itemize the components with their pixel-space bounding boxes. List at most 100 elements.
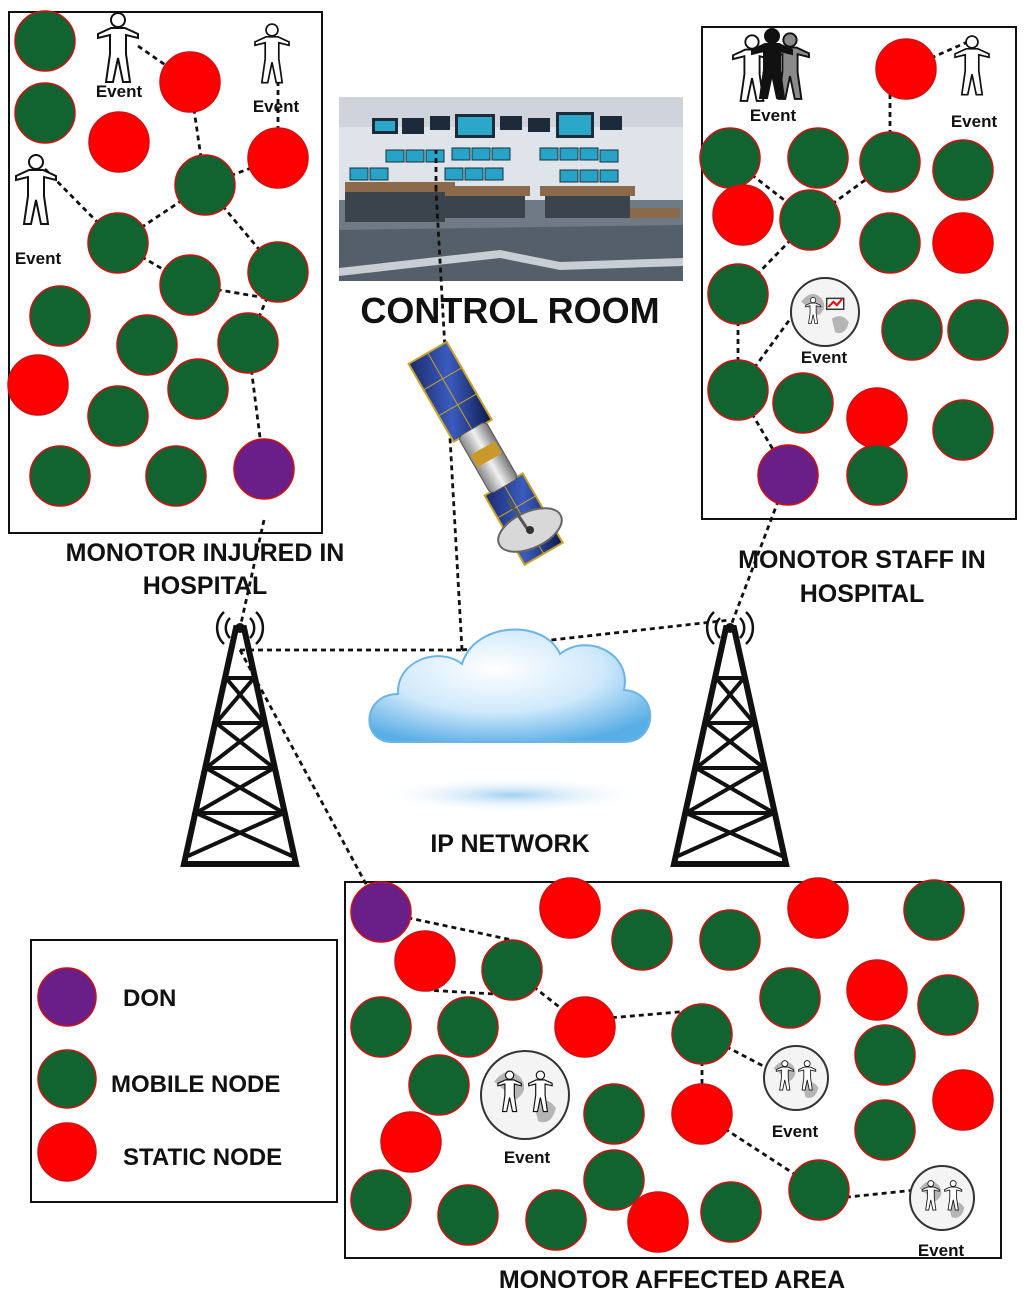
mobile-node: [859, 212, 921, 274]
staff-hospital-label-line1: MONOTOR STAFF IN: [738, 546, 986, 574]
static-node: [846, 959, 908, 1021]
mobile-node: [408, 1054, 470, 1116]
mobile-node: [787, 127, 849, 189]
event-label: Event: [253, 97, 300, 116]
dashed-link: [511, 968, 586, 1029]
static-node: [88, 111, 150, 173]
static-node: [554, 996, 616, 1058]
dashed-link: [137, 44, 191, 84]
static-node: [394, 930, 456, 992]
static-node: [846, 387, 908, 449]
affected-area-label: MONOTOR AFFECTED AREA: [499, 1266, 845, 1294]
handshake-globe-icon: [909, 1165, 975, 1231]
event-label: Event: [15, 249, 62, 268]
legend-mobile-swatch: [37, 1049, 97, 1109]
legend-don-swatch: [37, 967, 97, 1027]
static-node: [875, 38, 937, 100]
presenter-globe-icon: [790, 277, 860, 347]
legend-don-label: DON: [123, 985, 176, 1012]
radio-tower-icon-left: [180, 611, 300, 867]
mobile-node: [350, 996, 412, 1058]
mobile-node: [699, 909, 761, 971]
mobile-node: [350, 1169, 412, 1231]
mobile-node: [854, 1024, 916, 1086]
mobile-node: [788, 1159, 850, 1221]
event-label: Event: [918, 1241, 965, 1260]
staff-hospital-panel: [701, 26, 1017, 520]
static-node: [671, 1083, 733, 1145]
event-label: Event: [772, 1122, 819, 1141]
mobile-node: [759, 967, 821, 1029]
legend-box: [30, 939, 338, 1203]
don-node: [233, 438, 295, 500]
network-nodes: [7, 10, 1009, 1253]
mobile-node: [159, 254, 221, 316]
mobile-node: [707, 359, 769, 421]
mobile-node: [145, 445, 207, 507]
mobile-node: [779, 189, 841, 251]
mobile-node: [14, 82, 76, 144]
mobile-node: [859, 131, 921, 193]
legend-static-label: STATIC NODE: [123, 1144, 282, 1171]
mobile-node: [611, 909, 673, 971]
mobile-node: [14, 10, 76, 72]
static-node: [712, 184, 774, 246]
mobile-node: [167, 358, 229, 420]
satellite-icon: [407, 340, 565, 567]
static-node: [539, 877, 601, 939]
person-icon: [97, 12, 139, 83]
event-label: Event: [750, 106, 797, 125]
injured-hospital-label-line2: HOSPITAL: [143, 572, 268, 600]
mobile-node: [437, 1184, 499, 1246]
static-node: [247, 127, 309, 189]
static-node: [627, 1191, 689, 1253]
dashed-link: [238, 649, 383, 913]
mobile-node: [707, 263, 769, 325]
mobile-node: [671, 1003, 733, 1065]
people-group-icon: [732, 28, 810, 102]
don-node: [757, 444, 819, 506]
mobile-node: [583, 1149, 645, 1211]
mobile-node: [481, 939, 543, 1001]
mobile-node: [116, 314, 178, 376]
mobile-node: [87, 212, 149, 274]
legend-mobile-label: MOBILE NODE: [111, 1071, 280, 1098]
control-room-image: [339, 97, 683, 281]
mobile-node: [437, 996, 499, 1058]
mobile-node: [772, 372, 834, 434]
event-label: Event: [801, 348, 848, 367]
ip-network-label: IP NETWORK: [430, 830, 589, 858]
event-label: Event: [504, 1148, 551, 1167]
mobile-node: [525, 1189, 587, 1251]
injured-hospital-panel: [8, 11, 323, 534]
mobile-node: [881, 299, 943, 361]
mobile-node: [947, 299, 1009, 361]
static-node: [932, 1069, 994, 1131]
mobile-node: [846, 444, 908, 506]
mobile-node: [903, 879, 965, 941]
injured-hospital-label-line1: MONOTOR INJURED IN: [66, 539, 345, 567]
event-label: Event: [951, 112, 998, 131]
static-node: [159, 51, 221, 113]
mobile-node: [854, 1099, 916, 1161]
mobile-node: [87, 385, 149, 447]
mobile-node: [29, 445, 91, 507]
mobile-node: [583, 1083, 645, 1145]
person-icon: [254, 23, 290, 84]
cloud-icon: [368, 628, 652, 813]
mobile-node: [29, 285, 91, 347]
mobile-node: [917, 974, 979, 1036]
mobile-node: [247, 241, 309, 303]
legend-static-swatch: [37, 1122, 97, 1182]
handshake-globe-icon: [763, 1045, 829, 1111]
legend: DON MOBILE NODE STATIC NODE: [37, 967, 282, 1182]
person-icon: [15, 154, 57, 225]
affected-area-panel: [344, 881, 1002, 1259]
person-icon: [954, 35, 990, 96]
mobile-node: [699, 127, 761, 189]
mobile-node: [932, 399, 994, 461]
mobile-node: [700, 1181, 762, 1243]
